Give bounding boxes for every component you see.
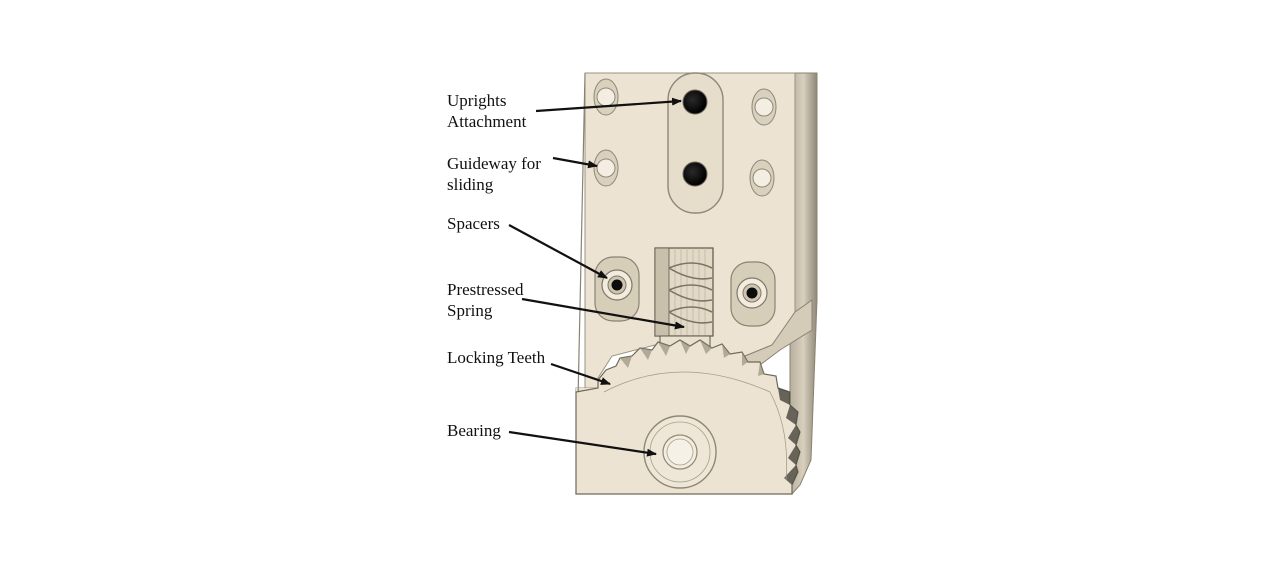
label-spring-line2: Spring [447,301,493,320]
uprights-attachment [667,72,724,214]
label-locking-teeth: Locking Teeth [447,348,546,367]
bearing-bore [666,438,694,466]
label-guideway-line1: Guideway for [447,154,541,173]
arrow-uprights [535,97,682,113]
label-spacers: Spacers [447,214,500,233]
label-uprights-line1: Uprights [447,91,507,110]
spacer-left-hole [611,279,623,291]
arrow-spacers [508,224,608,279]
guide-pin-mid-left [596,158,616,178]
gear-teeth-shading [778,388,800,485]
label-guideway-line2: sliding [447,175,494,194]
guide-pin-top-left [596,87,616,107]
arrow-guideway [552,156,598,169]
callout-labels: Uprights Attachment Guideway for sliding… [447,91,546,440]
guide-pin-mid-right [752,168,772,188]
guide-pin-top-right [754,97,774,117]
bearing [643,415,717,489]
attachment-slot [667,72,724,214]
gear-teeth-top-shading [620,340,764,376]
callout-arrows [508,97,685,457]
attachment-hole-upper [682,89,708,115]
arrow-bearing [508,430,657,457]
arrow-teeth [550,362,611,386]
gear-inner-arc [603,371,788,481]
label-bearing: Bearing [447,421,501,440]
label-uprights-line2: Attachment [447,112,527,131]
attachment-hole-lower [682,161,708,187]
arrow-spring [521,297,685,330]
spring-coil [668,262,713,324]
prestressed-spring [654,247,714,349]
spacer-right-hole [746,287,758,299]
label-spring-line1: Prestressed [447,280,524,299]
